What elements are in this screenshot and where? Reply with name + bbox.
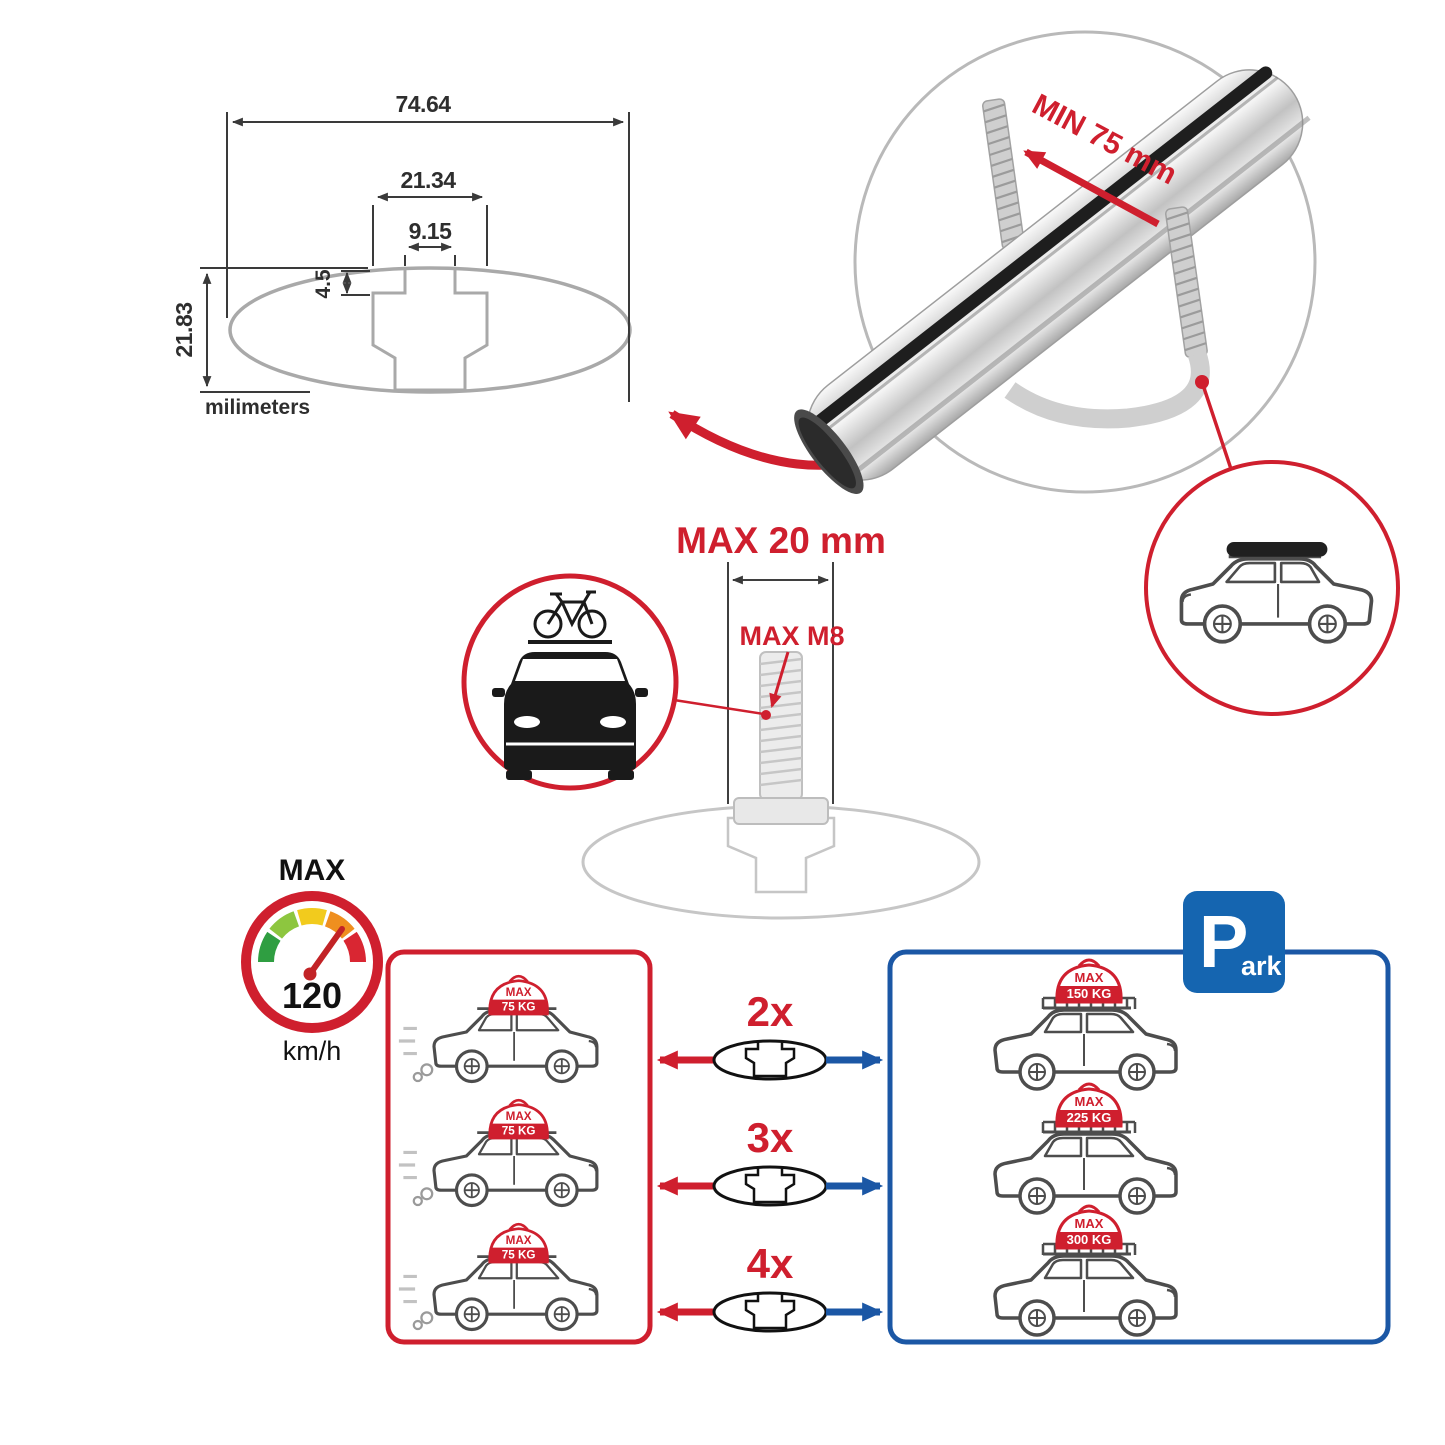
multiplier-label: 3x	[747, 1114, 794, 1161]
thread-leader-dot	[761, 710, 771, 720]
dim-channel-width-label: 21.34	[400, 167, 456, 193]
bag-max-label: MAX	[506, 986, 532, 999]
car-parked-1: MAX 150 KG	[993, 958, 1178, 1091]
dimension-overall-width	[226, 112, 630, 402]
bag-max-label: MAX	[506, 1110, 532, 1123]
car-driving-3: MAX 75 KG	[397, 1222, 599, 1332]
bike-circle-connector	[673, 698, 765, 716]
crossbar-icon	[712, 1291, 828, 1333]
bolt-head	[733, 797, 829, 825]
bag-max-label: MAX	[1075, 1216, 1104, 1231]
roof-box	[1226, 542, 1328, 557]
crossbar-cross-section-diagram: 74.64 21.34 9.15 4.5 21.83 mili	[171, 91, 632, 419]
bike-car-callout	[461, 573, 679, 791]
bag-max-label: MAX	[506, 1234, 532, 1247]
multiplier-label: 2x	[747, 988, 794, 1035]
car-driving-2: MAX 75 KG	[397, 1098, 599, 1208]
multiplier-row-3x: 3x	[656, 1114, 884, 1207]
dim-slot-width-label: 9.15	[409, 218, 452, 244]
dimension-lip-depth	[341, 270, 370, 296]
bag-weight-label: 225 KG	[1067, 1110, 1112, 1125]
multiplier-row-2x: 2x	[656, 988, 884, 1081]
speed-limit-gauge: MAX 120 km/h	[241, 854, 383, 1066]
max-thread-label: MAX M8	[739, 621, 844, 651]
profile-t-slot	[371, 269, 489, 392]
dim-height-label: 21.83	[171, 302, 197, 357]
bag-weight-label: 75 KG	[502, 1000, 536, 1013]
park-letter: P	[1199, 900, 1248, 983]
bag-weight-label: 150 KG	[1067, 986, 1112, 1001]
rubber-strip	[801, 66, 1273, 438]
bag-weight-label: 75 KG	[502, 1124, 536, 1137]
bolt-detail-section: MAX 20 mm MAX M8	[581, 520, 981, 920]
crossbar-render-detail: MIN 75 mm	[794, 30, 1317, 494]
park-sign-plate	[1183, 891, 1285, 993]
dimension-slot-width	[404, 242, 456, 266]
clamp-bend	[1004, 350, 1210, 429]
multiplier-label: 4x	[747, 1240, 794, 1287]
dimension-height	[200, 267, 368, 393]
speed-units: km/h	[283, 1036, 342, 1066]
clamp-rod-rear	[981, 97, 1026, 252]
park-sign: P ark	[1183, 891, 1285, 993]
crossbar-icon	[712, 1039, 828, 1081]
gauge-pivot	[303, 967, 317, 981]
bag-max-label: MAX	[1075, 1094, 1104, 1109]
multiplier-row-4x: 4x	[656, 1240, 884, 1333]
dim-lip-depth-label: 4.5	[312, 269, 335, 299]
roofbox-car-callout	[1144, 460, 1400, 716]
dim-overall-width-label: 74.64	[395, 91, 451, 117]
detail-circle	[853, 30, 1317, 494]
gauge-arcs	[258, 908, 366, 963]
min-clamp-arrow	[1023, 148, 1160, 228]
thread-leader-arrow	[769, 651, 790, 709]
speed-max-label: MAX	[279, 854, 346, 887]
car-driving-1: MAX 75 KG	[397, 974, 599, 1084]
max-width-label: MAX 20 mm	[676, 520, 886, 561]
park-suffix: ark	[1241, 951, 1283, 981]
profile-ellipse	[228, 266, 632, 394]
car-parked-2: MAX 225 KG	[993, 1082, 1178, 1215]
car-front-silhouette	[492, 652, 648, 780]
car-parked-3: MAX 300 KG	[993, 1204, 1178, 1337]
speed-value: 120	[282, 975, 342, 1016]
dimension-slot-opening	[727, 562, 834, 804]
dimension-channel-width	[372, 192, 488, 266]
units-label: milimeters	[205, 396, 310, 419]
bag-max-label: MAX	[1075, 970, 1104, 985]
bag-weight-label: 75 KG	[502, 1248, 536, 1261]
bike-icon	[533, 590, 607, 639]
clamp-rod-front	[1164, 205, 1209, 360]
gauge-needle	[307, 926, 345, 977]
bag-weight-label: 300 KG	[1067, 1232, 1112, 1247]
roofbox-car	[1179, 542, 1374, 644]
crossbar-icon	[712, 1165, 828, 1207]
crossbar-bar	[794, 66, 1311, 494]
callout-line	[1200, 381, 1233, 470]
